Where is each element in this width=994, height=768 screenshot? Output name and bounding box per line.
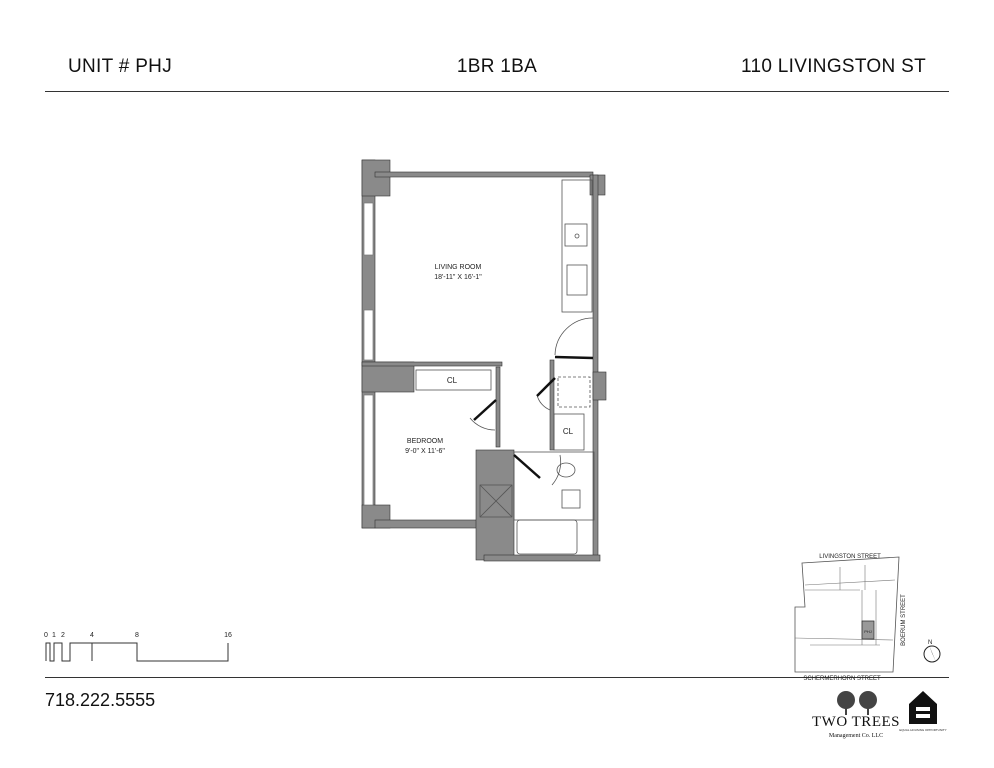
key-plan: PHJ LIVINGSTON STREET BOERUM STREET SCHE… [794,554,941,682]
living-room-label: LIVING ROOM [435,264,482,271]
scale-tick: 16 [224,632,232,639]
north-label: N [928,640,932,646]
eho-text: EQUAL HOUSING OPPORTUNITY [899,728,946,732]
scale-tick: 4 [90,632,94,639]
closet-label: CL [563,427,574,436]
street-right: BOERUM STREET [901,594,907,646]
brand-name: TWO TREES [812,714,900,730]
scale-tick: 2 [61,632,65,639]
scale-tick: 1 [52,632,56,639]
address: 110 LIVINGSTON ST [741,56,926,77]
brand-subtitle: Management Co. LLC [828,733,884,739]
street-bottom: SCHERMERHORN STREET [803,676,881,682]
street-top: LIVINGSTON STREET [819,554,881,560]
bedroom-label: BEDROOM [407,438,443,445]
scale-bar: 0 1 2 4 8 16 [44,632,232,662]
north-arrow-icon [923,645,941,663]
scale-tick: 0 [44,632,48,639]
bedroom-dims: 9'-0" X 11'-6" [405,448,445,455]
header-divider [45,91,949,92]
windows [363,202,374,506]
equal-housing-icon: EQUAL HOUSING OPPORTUNITY [899,691,947,732]
phone-number: 718.222.5555 [45,690,156,710]
scale-tick: 8 [135,632,139,639]
doors [473,355,594,479]
footer-divider [45,677,949,678]
living-room-dims: 18'-11" X 16'-1" [434,274,482,281]
unit-type: 1BR 1BA [456,56,538,77]
closet-label: CL [447,376,458,385]
two-trees-logo-icon [837,691,877,715]
walls [361,159,607,562]
unit-number: UNIT # PHJ [68,56,173,77]
keyplan-unit: PHJ [864,629,872,634]
fixtures [415,179,595,555]
